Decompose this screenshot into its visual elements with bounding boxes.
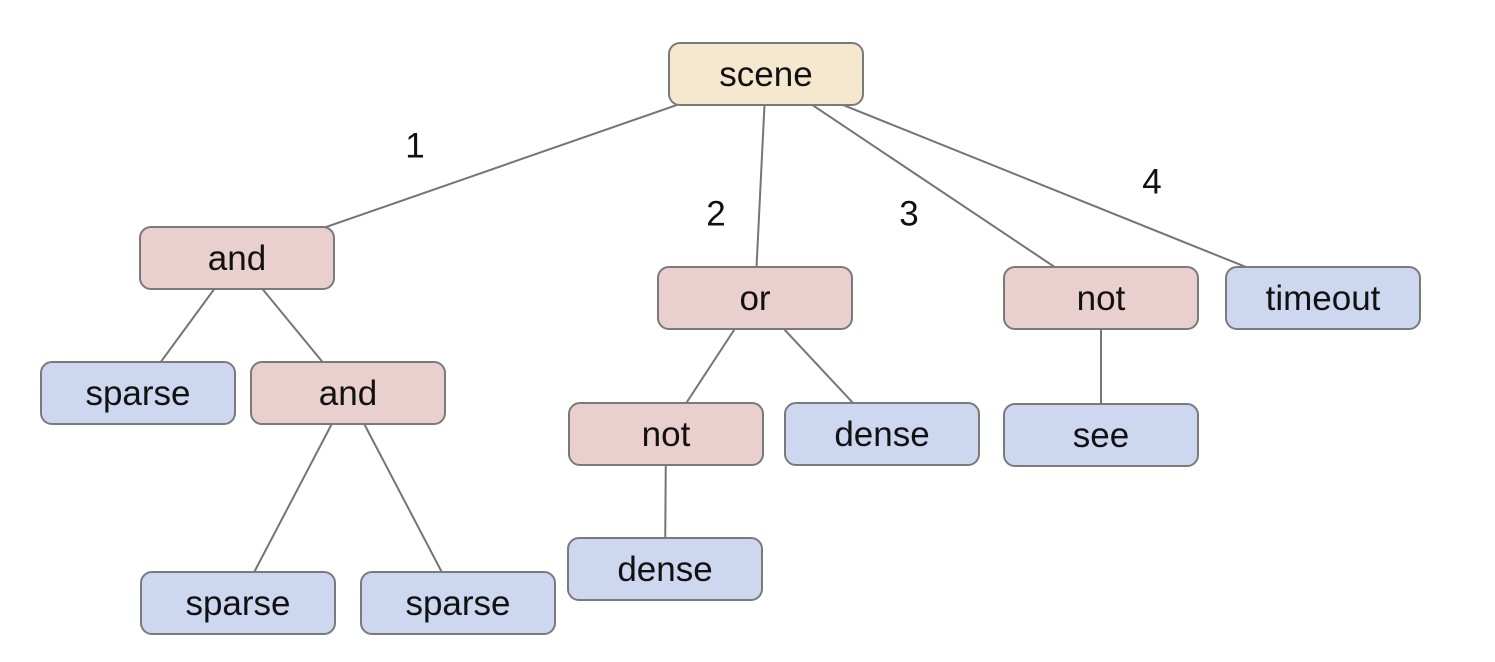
node-scene: scene bbox=[668, 42, 864, 106]
edge-label-branch-4: 4 bbox=[1142, 162, 1162, 202]
node-sparse-3: sparse bbox=[360, 571, 556, 635]
node-or: or bbox=[657, 266, 853, 330]
edge-label-branch-1: 1 bbox=[405, 126, 425, 166]
edge-label-branch-3: 3 bbox=[899, 194, 919, 234]
edge-label-branch-2: 2 bbox=[706, 194, 726, 234]
node-sparse-1: sparse bbox=[40, 361, 236, 425]
node-timeout: timeout bbox=[1225, 266, 1421, 330]
node-sparse-2: sparse bbox=[140, 571, 336, 635]
edge-scene-not bbox=[765, 73, 1102, 299]
node-dense-1: dense bbox=[784, 402, 980, 466]
node-not-2: not bbox=[568, 402, 764, 466]
node-and-2: and bbox=[250, 361, 446, 425]
node-and-1: and bbox=[139, 226, 335, 290]
node-dense-2: dense bbox=[567, 537, 763, 601]
node-not-1: not bbox=[1003, 266, 1199, 330]
edge-scene-timeout bbox=[765, 73, 1324, 299]
edge-scene-or bbox=[754, 73, 767, 299]
node-see: see bbox=[1003, 403, 1199, 467]
